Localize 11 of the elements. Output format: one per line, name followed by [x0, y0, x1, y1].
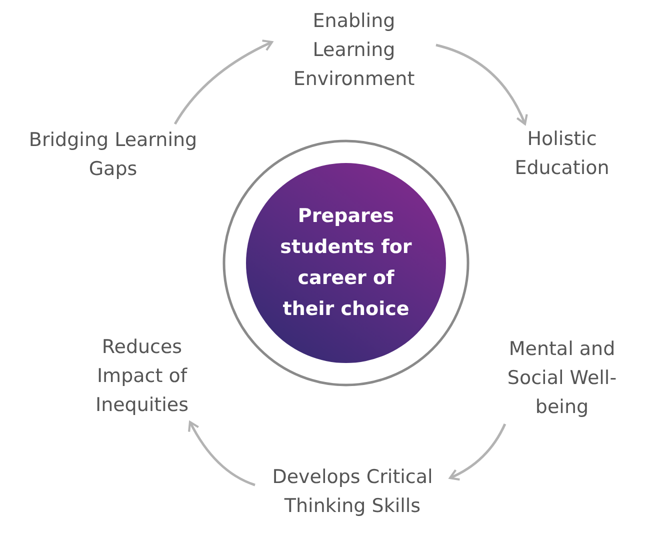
curved-arrow [436, 44, 528, 126]
cycle-step-text: Bridging Learning Gaps [28, 128, 198, 182]
center-text: Prepares students for career of their choice [279, 204, 413, 322]
cycle-step-text: Mental and Social Well-being [506, 336, 618, 420]
cycle-step-text: Holistic Education [514, 127, 610, 181]
curved-arrow [448, 423, 506, 480]
cycle-step-text: Reduces Impact of Inequities [94, 334, 190, 418]
cycle-step-text: Develops Critical Thinking Skills [271, 465, 434, 519]
curved-arrow [174, 40, 274, 125]
cycle-step-text: Enabling Learning Environment [292, 8, 416, 92]
curved-arrow [188, 420, 256, 486]
